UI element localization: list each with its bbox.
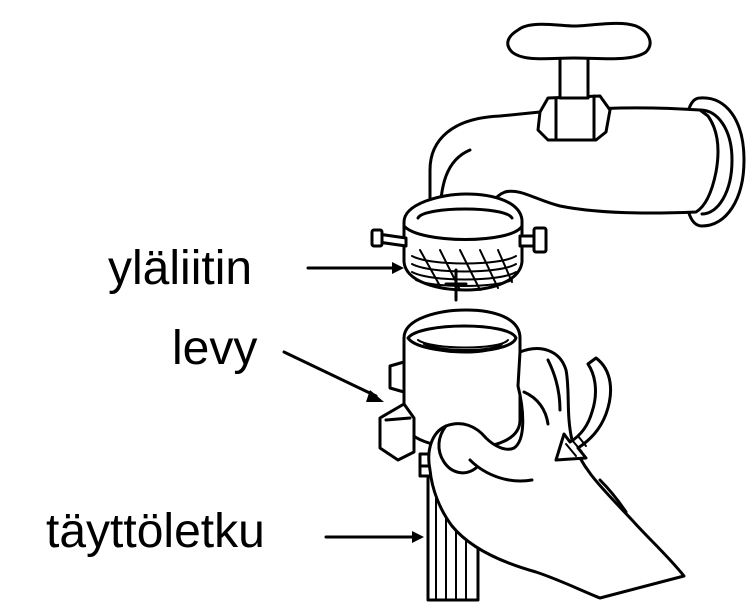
- fill-hose-arrowhead-icon: [412, 531, 424, 543]
- fill-hose-label: täyttöletku: [46, 508, 265, 556]
- tap-handle: [508, 23, 650, 58]
- valve-stem: [560, 56, 588, 98]
- upper-connector: [372, 194, 546, 300]
- valve-nut: [538, 96, 610, 140]
- upper-connector-label: yläliitin: [108, 245, 252, 293]
- plate-label: levy: [172, 325, 257, 373]
- plate-leader: [284, 352, 376, 396]
- upper-connector-arrowhead-icon: [392, 262, 404, 274]
